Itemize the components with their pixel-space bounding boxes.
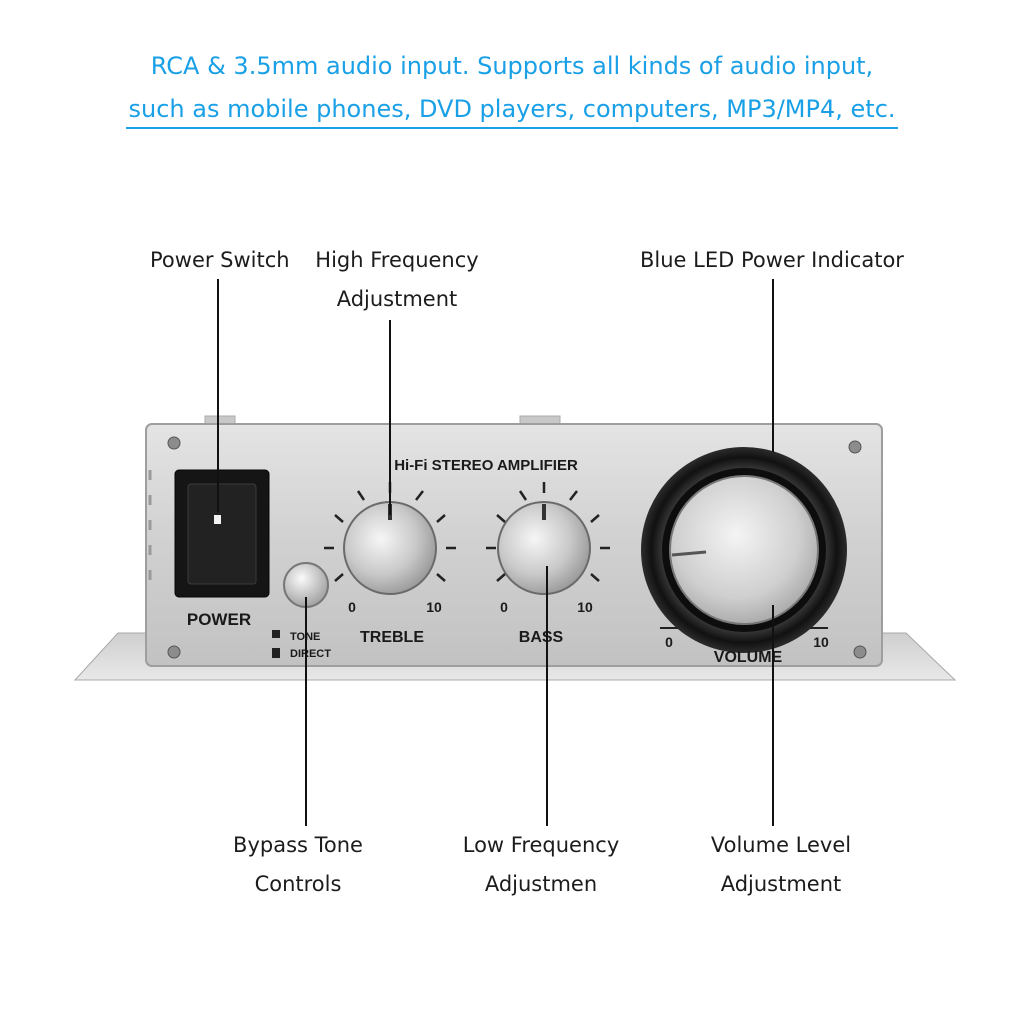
- power-label: POWER: [187, 610, 251, 629]
- treble-scale-min: 0: [348, 599, 356, 615]
- callout-volume-level: Volume Level Adjustment: [698, 826, 864, 904]
- callout-low-frequency-line2: Adjustmen: [484, 872, 598, 896]
- power-switch-rocker: [187, 483, 257, 585]
- headline-line-2: such as mobile phones, DVD players, comp…: [0, 95, 1024, 129]
- headline-line-2-text: such as mobile phones, DVD players, comp…: [126, 95, 898, 129]
- bass-scale-ticks: [486, 482, 610, 582]
- headline-line-1: RCA & 3.5mm audio input. Supports all ki…: [150, 52, 874, 80]
- bass-knob: [497, 501, 591, 595]
- callout-low-frequency: Low Frequency Adjustmen: [455, 826, 627, 904]
- brand-text: Hi-Fi STEREO AMPLIFIER: [394, 457, 578, 474]
- callout-lines: [217, 279, 774, 826]
- callout-low-frequency-line1: Low Frequency: [462, 833, 620, 857]
- callout-volume-line2: Adjustment: [720, 872, 842, 896]
- callout-bypass-tone: Bypass Tone Controls: [222, 826, 374, 904]
- callout-high-frequency-line2: Adjustment: [336, 287, 458, 311]
- callout-high-frequency-line1: High Frequency: [315, 248, 479, 272]
- volume-label: VOLUME: [714, 649, 783, 666]
- volume-knob: [669, 475, 819, 625]
- callout-bypass-line1: Bypass Tone: [233, 833, 363, 857]
- callout-power-switch: Power Switch: [150, 248, 290, 272]
- volume-knob-pointer: [671, 550, 707, 557]
- callout-volume-line1: Volume Level: [710, 833, 852, 857]
- callout-high-frequency: High Frequency Adjustment: [312, 241, 482, 319]
- callout-blue-led: Blue LED Power Indicator: [640, 248, 904, 272]
- direct-label: DIRECT: [290, 648, 331, 660]
- tone-indicator-icon: [272, 630, 280, 638]
- volume-scale-min: 0: [665, 634, 673, 650]
- treble-scale-max: 10: [426, 599, 442, 615]
- power-switch-dot: [214, 515, 221, 524]
- callout-bypass-line2: Controls: [254, 872, 342, 896]
- treble-label: TREBLE: [360, 629, 424, 646]
- volume-scale-max: 10: [813, 634, 829, 650]
- direct-indicator-icon: [272, 648, 280, 658]
- bass-scale-min: 0: [500, 599, 508, 615]
- panel-screws: [167, 436, 867, 659]
- bass-label: BASS: [519, 629, 564, 646]
- bass-scale-max: 10: [577, 599, 593, 615]
